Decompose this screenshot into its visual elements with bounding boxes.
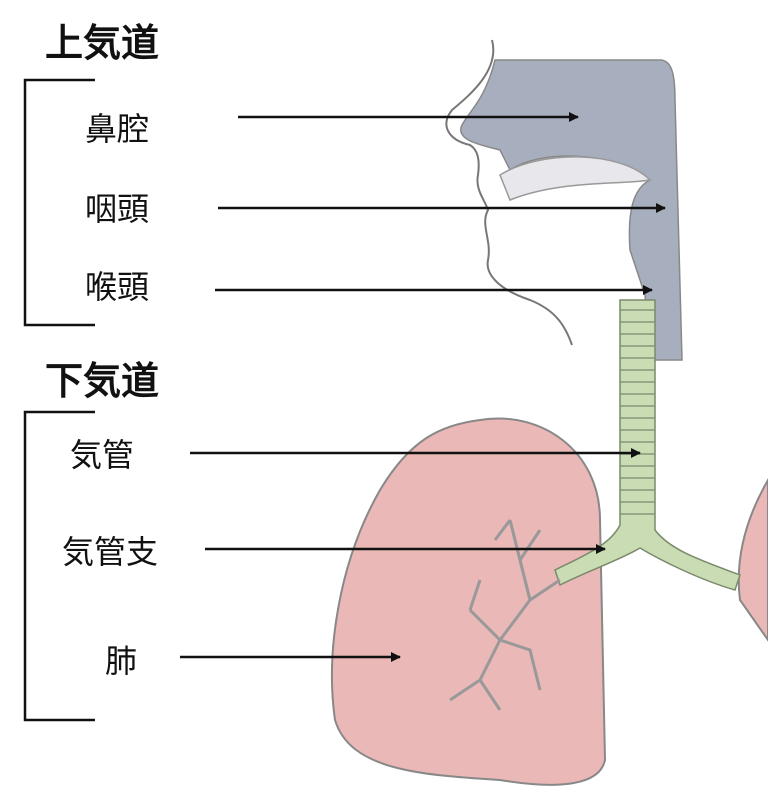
- label-nasal-cavity: 鼻腔: [85, 110, 150, 148]
- trachea: [554, 299, 741, 591]
- lung: [331, 417, 607, 786]
- right-lung-edge: [737, 477, 768, 642]
- label-trachea: 気管: [70, 436, 135, 474]
- trachea-rings: [620, 309, 655, 515]
- lower-airway-bracket: [23, 410, 95, 722]
- upper-airway-title: 上気道: [45, 21, 160, 65]
- bronchial-tree: [449, 519, 561, 711]
- label-pharynx: 咽頭: [85, 190, 150, 228]
- label-larynx: 喉頭: [85, 268, 150, 306]
- upper-airway-bracket: [23, 78, 95, 327]
- label-lung: 肺: [105, 642, 138, 680]
- palate: [499, 156, 652, 201]
- label-bronchi: 気管支: [62, 533, 159, 571]
- face-outline: [445, 39, 573, 346]
- lower-airway-title: 下気道: [45, 359, 160, 403]
